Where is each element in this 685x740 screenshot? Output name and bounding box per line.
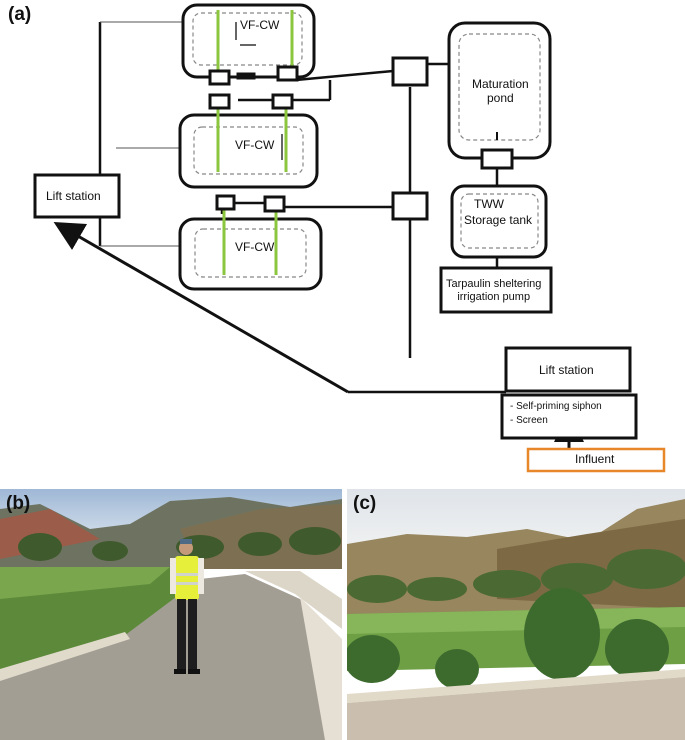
panel-b-label: (b) xyxy=(6,493,31,514)
vfcw-label-3: VF-CW xyxy=(235,240,275,254)
treatment-schematic xyxy=(33,3,666,473)
landscape-photo xyxy=(347,489,685,740)
irrigation-pump-label: Tarpaulin sheltering irrigation pump xyxy=(446,278,542,303)
photo-c: (c) xyxy=(347,489,685,740)
maturation-pond-label: Maturation pond xyxy=(472,77,529,105)
photo-b: (b) xyxy=(0,489,342,740)
vfcw-label-2: VF-CW xyxy=(235,138,275,152)
lift-station-left-label: Lift station xyxy=(46,189,101,203)
panel-a-label: (a) xyxy=(8,4,32,25)
vfcw-label-1: VF-CW xyxy=(240,18,280,32)
tww-label: TWW xyxy=(474,197,504,211)
siphon-item: - Self-priming siphon xyxy=(510,401,602,412)
wetland-photo-with-person xyxy=(0,489,342,740)
screen-item: - Screen xyxy=(510,415,548,426)
influent-label: Influent xyxy=(575,452,615,466)
lift-station-right-label: Lift station xyxy=(539,363,594,377)
storage-tank-label: Storage tank xyxy=(464,213,533,227)
panel-c-label: (c) xyxy=(353,493,377,514)
person-figure xyxy=(170,539,204,674)
